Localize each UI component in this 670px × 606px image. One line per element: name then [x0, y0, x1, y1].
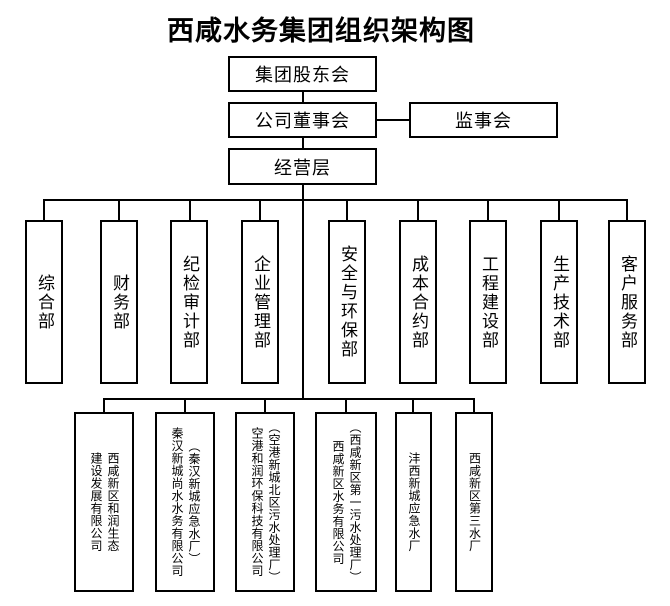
company-konggang-herun-envtech-label: （空港新城北区污水处理厂） 空港和润环保科技有限公司	[250, 420, 281, 584]
connector-departments-rail	[43, 199, 627, 201]
management-level-label: 经营层	[274, 157, 331, 178]
dept-customer-service-label: 客户服务部	[618, 254, 637, 350]
company-qinhan-shangshui-water: （秦汉新城应急水厂） 秦汉新城尚水水务有限公司	[155, 412, 215, 592]
connector-board-supervisory	[377, 119, 409, 121]
connector-drop-dept-6	[417, 199, 419, 220]
connector-drop-dept-3	[189, 199, 191, 220]
connector-drop-company-2	[184, 398, 186, 412]
box-management-level: 经营层	[228, 148, 377, 185]
company-herun-eco-construction-label: 西咸新区和润生态 建设发展有限公司	[89, 452, 120, 552]
dept-discipline-audit: 纪检审计部	[170, 220, 208, 384]
dept-cost-contract-label: 成本合约部	[409, 254, 428, 350]
company-qinhan-shangshui-water-label: （秦汉新城应急水厂） 秦汉新城尚水水务有限公司	[170, 427, 201, 577]
company-herun-eco-construction: 西咸新区和润生态 建设发展有限公司	[74, 412, 134, 592]
dept-finance-label: 财务部	[110, 273, 129, 331]
board-of-directors-label: 公司董事会	[255, 111, 350, 131]
connector-management-spine	[302, 185, 304, 400]
dept-cost-contract: 成本合约部	[399, 220, 437, 384]
dept-general: 综合部	[25, 220, 63, 384]
dept-engineering: 工程建设部	[469, 220, 507, 384]
connector-drop-company-3	[264, 398, 266, 412]
connector-drop-company-1	[103, 398, 105, 412]
connector-companies-rail	[103, 398, 475, 400]
plant-xixian-third-water: 西咸新区第三水厂	[455, 412, 493, 592]
dept-enterprise-mgmt-label: 企业管理部	[251, 254, 270, 350]
connector-drop-dept-9	[626, 199, 628, 220]
page-title: 西咸水务集团组织架构图	[167, 16, 475, 46]
dept-production-tech: 生产技术部	[540, 220, 578, 384]
connector-drop-dept-8	[558, 199, 560, 220]
company-xixian-water: （西咸新区第一污水处理厂） 西咸新区水务有限公司	[315, 412, 377, 592]
plant-fengxi-emergency-water: 沣西新城应急水厂	[395, 412, 432, 592]
dept-discipline-audit-label: 纪检审计部	[180, 254, 199, 350]
dept-enterprise-mgmt: 企业管理部	[241, 220, 279, 384]
dept-production-tech-label: 生产技术部	[550, 254, 569, 350]
dept-customer-service: 客户服务部	[608, 220, 646, 384]
connector-drop-dept-2	[118, 199, 120, 220]
dept-finance: 财务部	[100, 220, 138, 384]
supervisory-board-label: 监事会	[455, 111, 512, 131]
box-group-shareholders: 集团股东会	[228, 56, 377, 92]
group-shareholders-label: 集团股东会	[255, 65, 350, 85]
box-supervisory-board: 监事会	[409, 102, 558, 138]
company-konggang-herun-envtech: （空港新城北区污水处理厂） 空港和润环保科技有限公司	[235, 412, 295, 592]
dept-engineering-label: 工程建设部	[479, 254, 498, 350]
connector-drop-company-6	[473, 398, 475, 412]
box-board-of-directors: 公司董事会	[228, 102, 377, 138]
plant-xixian-third-water-label: 西咸新区第三水厂	[467, 452, 482, 552]
company-xixian-water-label: （西咸新区第一污水处理厂） 西咸新区水务有限公司	[331, 420, 362, 584]
connector-board-management	[302, 138, 304, 148]
connector-drop-company-5	[412, 398, 414, 412]
dept-safety-env: 安全与环保部	[328, 220, 366, 384]
connector-drop-company-4	[345, 398, 347, 412]
connector-drop-dept-5	[346, 199, 348, 220]
connector-shareholders-board	[302, 92, 304, 102]
connector-drop-dept-1	[43, 199, 45, 220]
dept-general-label: 综合部	[35, 273, 54, 331]
connector-drop-dept-7	[487, 199, 489, 220]
connector-drop-dept-4	[259, 199, 261, 220]
plant-fengxi-emergency-water-label: 沣西新城应急水厂	[407, 452, 421, 552]
dept-safety-env-label: 安全与环保部	[338, 245, 357, 359]
